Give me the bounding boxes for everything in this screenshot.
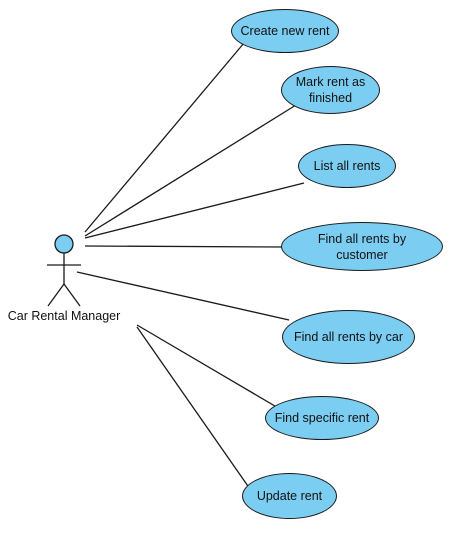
association-line-mark-rent-as-finished — [84, 104, 297, 237]
association-lines — [76, 42, 305, 490]
use-case-label: Find all rents by customer — [317, 231, 407, 262]
use-case-label: List all rents — [313, 159, 381, 173]
use-case-label: Create new rent — [240, 24, 330, 38]
actor-left-leg — [47, 283, 65, 307]
association-line-find-specific-rent — [136, 324, 281, 410]
actor-figure[interactable] — [47, 234, 81, 307]
use-case-find-all-rents-by-customer[interactable]: Find all rents by customer — [281, 222, 443, 271]
use-case-label: Mark rent as finished — [295, 75, 366, 105]
use-case-find-specific-rent[interactable]: Find specific rent — [265, 396, 379, 440]
use-case-mark-rent-as-finished[interactable]: Mark rent as finished — [281, 66, 380, 114]
association-line-update-rent — [136, 326, 251, 490]
use-case-update-rent[interactable]: Update rent — [242, 473, 337, 519]
association-line-find-all-rents-by-car — [76, 271, 290, 321]
use-case-label: Update rent — [256, 489, 323, 503]
actor-right-leg — [63, 283, 81, 307]
use-case-label: Find all rents by car — [293, 330, 404, 344]
association-line-list-all-rents — [84, 182, 305, 239]
use-case-label: Find specific rent — [274, 411, 370, 425]
use-case-list-all-rents[interactable]: List all rents — [298, 144, 396, 188]
association-line-find-all-rents-by-customer — [84, 245, 284, 248]
actor-name-label: Car Rental Manager — [7, 309, 121, 323]
association-line-create-new-rent — [84, 42, 245, 233]
use-case-create-new-rent[interactable]: Create new rent — [231, 9, 339, 53]
actor-head — [54, 234, 74, 254]
use-case-find-all-rents-by-car[interactable]: Find all rents by car — [282, 310, 415, 364]
